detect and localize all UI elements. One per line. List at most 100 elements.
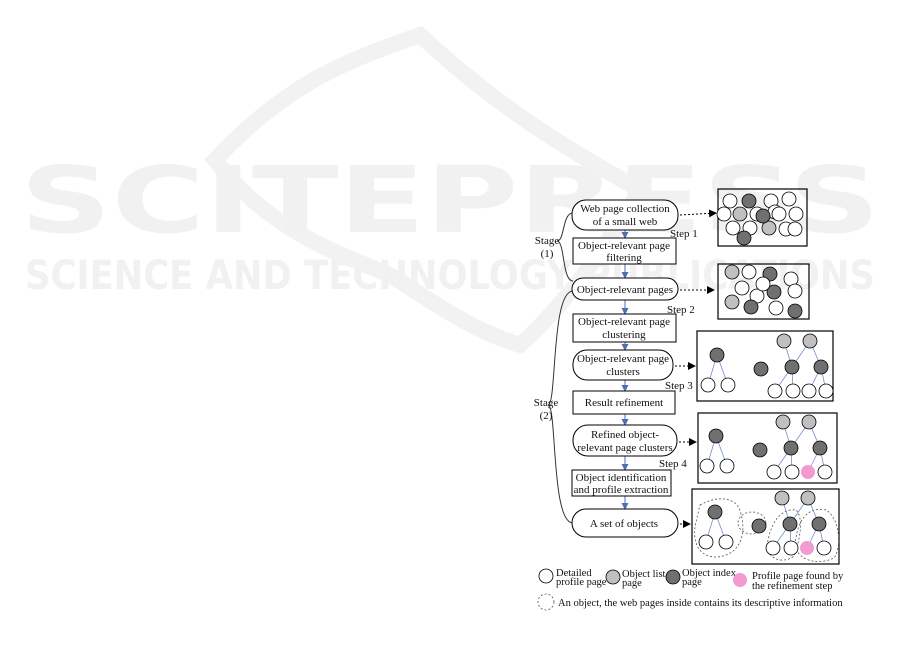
step3-label: Step 3 — [665, 380, 693, 392]
detailed-page-node — [720, 377, 736, 393]
detailed-page-node — [741, 264, 757, 280]
stage1-number: (1) — [541, 248, 554, 260]
panel-refined-clusters — [697, 412, 838, 484]
index-page-node — [743, 299, 759, 315]
detailed-page-node — [818, 383, 834, 399]
legend-detailed-symbol — [538, 568, 554, 584]
legend-index-line2: page — [682, 577, 702, 588]
legend-list-line2: page — [622, 578, 642, 589]
refined-clusters-line2: relevant page clusters — [577, 442, 672, 454]
detailed-page-node — [784, 464, 800, 480]
detailed-page-node — [719, 458, 735, 474]
legend-object-text: An object, the web pages inside contains… — [558, 598, 843, 609]
legend-refined-line1: Profile page found by — [752, 571, 844, 582]
list-page-node — [774, 490, 790, 506]
detailed-page-node — [725, 220, 741, 236]
filtering-line2: filtering — [606, 252, 642, 264]
index-page-node — [741, 193, 757, 209]
page-nodes — [698, 191, 834, 556]
flow-nodes — [571, 199, 679, 538]
index-page-node — [753, 361, 769, 377]
list-page-node — [801, 414, 817, 430]
objects-label: A set of objects — [590, 518, 658, 530]
detailed-page-node — [768, 300, 784, 316]
detailed-page-node — [771, 206, 787, 222]
detailed-page-node — [788, 206, 804, 222]
detailed-page-node — [699, 458, 715, 474]
identification-step-box — [571, 469, 672, 497]
filtering-line1: Object-relevant page — [578, 240, 670, 252]
detailed-page-node — [716, 206, 732, 222]
index-page-node — [736, 230, 752, 246]
index-page-node — [813, 359, 829, 375]
detailed-page-node — [734, 280, 750, 296]
index-page-node — [709, 347, 725, 363]
index-page-node — [811, 516, 827, 532]
index-page-node — [784, 359, 800, 375]
legend-object-symbol — [537, 593, 555, 611]
legend-index-symbol — [665, 569, 681, 585]
list-page-node — [776, 333, 792, 349]
step2-label: Step 2 — [667, 304, 695, 316]
filtering-step-box — [572, 237, 677, 265]
legend-detailed-line2: profile page — [556, 577, 607, 588]
detailed-page-node — [718, 534, 734, 550]
index-page-node — [812, 440, 828, 456]
stage2-number: (2) — [540, 410, 553, 422]
panel-relevant-pages — [717, 263, 810, 320]
refined-page-node — [801, 465, 815, 479]
refinement-step-box — [572, 390, 676, 415]
index-page-node — [755, 208, 771, 224]
dotted-arrow — [679, 209, 717, 218]
detailed-page-node — [801, 383, 817, 399]
detailed-page-node — [817, 464, 833, 480]
clustering-line2: clustering — [602, 329, 646, 341]
dotted-arrows — [675, 209, 717, 528]
detailed-page-node — [787, 283, 803, 299]
refined-page-node — [800, 541, 814, 555]
index-page-node — [751, 518, 767, 534]
illustration-panels — [691, 188, 840, 565]
identification-line1: Object identification — [576, 472, 667, 484]
index-page-node — [752, 442, 768, 458]
legend-detailed-line1: Detailed — [556, 568, 592, 579]
list-page-node — [802, 333, 818, 349]
legend-refined-symbol — [733, 573, 747, 587]
detailed-page-node — [816, 540, 832, 556]
object-boundaries — [694, 498, 840, 562]
detailed-page-node — [698, 534, 714, 550]
web-collection-node — [571, 199, 679, 231]
step4-label: Step 4 — [659, 458, 687, 470]
clustering-line1: Object-relevant page — [578, 316, 670, 328]
list-page-node — [724, 264, 740, 280]
stage2-bracket — [547, 290, 574, 524]
index-page-node — [766, 284, 782, 300]
legend-list-line1: Object list — [622, 569, 666, 580]
panel-objects — [691, 488, 840, 565]
clustering-step-box — [572, 313, 677, 343]
object-boundary — [737, 511, 767, 535]
index-page-node — [787, 303, 803, 319]
legend-index-line1: Object index — [682, 568, 737, 579]
web-collection-line2: of a small web — [593, 216, 658, 228]
list-page-node — [732, 206, 748, 222]
detailed-page-node — [787, 221, 803, 237]
legend: Detailed profile page Object list page O… — [537, 568, 844, 611]
objects-node — [571, 508, 679, 538]
clusters-line1: Object-relevant page — [577, 353, 669, 365]
index-page-node — [708, 428, 724, 444]
detailed-page-node — [767, 383, 783, 399]
index-page-node — [782, 516, 798, 532]
detailed-page-node — [785, 383, 801, 399]
clusters-node — [572, 349, 674, 381]
detailed-page-node — [783, 540, 799, 556]
object-boundary — [694, 498, 744, 558]
detailed-page-node — [765, 540, 781, 556]
stage-brackets — [547, 212, 574, 524]
detailed-page-node — [700, 377, 716, 393]
legend-list-symbol — [605, 569, 621, 585]
relevant-pages-label: Object-relevant pages — [577, 284, 673, 296]
stage1-label: Stage — [535, 235, 560, 247]
